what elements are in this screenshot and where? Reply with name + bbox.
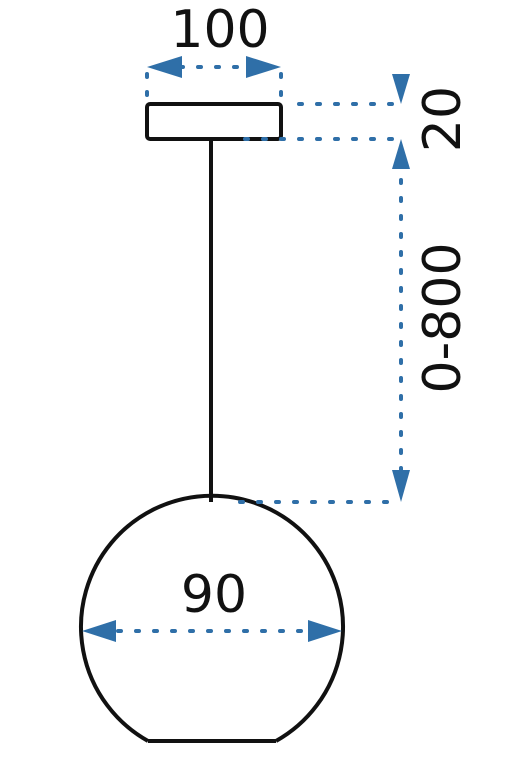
shade-diameter-arrow-right xyxy=(308,620,342,642)
dimension-shade-diameter: 90 xyxy=(82,565,342,642)
dimension-cable-length: 0-800 xyxy=(238,178,473,504)
dimension-canopy-height: 20 xyxy=(243,74,473,169)
canopy-width-arrow-right xyxy=(246,56,281,78)
canopy-height-label: 20 xyxy=(413,86,473,152)
canopy-height-arrow-down xyxy=(392,74,410,104)
shade-diameter-arrow-left xyxy=(82,620,116,642)
lamp-outline xyxy=(79,102,345,743)
globe-shade xyxy=(79,493,345,743)
canopy-width-label: 100 xyxy=(170,0,269,60)
cable-length-label: 0-800 xyxy=(413,242,473,393)
dimension-canopy-width: 100 xyxy=(145,0,283,102)
canopy-height-arrow-up xyxy=(392,139,410,169)
cable-length-arrow-down xyxy=(392,470,410,502)
shade-diameter-label: 90 xyxy=(181,565,247,625)
ceiling-canopy xyxy=(145,102,283,141)
canopy-width-arrow-left xyxy=(147,56,182,78)
